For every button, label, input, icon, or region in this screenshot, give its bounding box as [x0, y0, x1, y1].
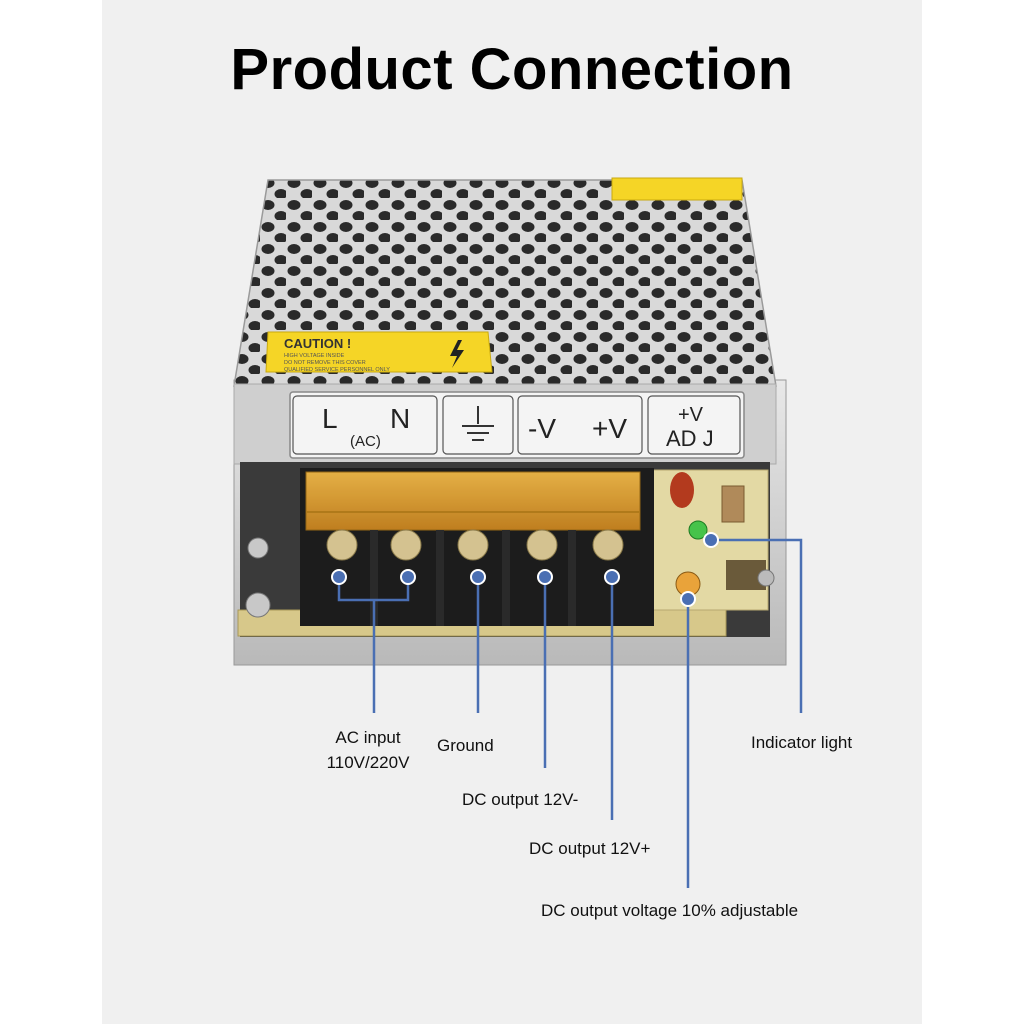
plate-adj-top: +V — [678, 404, 704, 426]
caution-line-2: DO NOT REMOVE THIS COVER — [284, 360, 366, 366]
terminal-label-plate: L N (AC) -V +V +V AD J — [289, 391, 745, 459]
page-title: Product Connection — [230, 37, 794, 102]
caution-title: CAUTION ! — [284, 336, 351, 351]
plate-plus-v: +V — [592, 413, 627, 444]
indicator-led — [688, 520, 708, 540]
callout-dc-minus: DC output 12V- — [462, 790, 578, 809]
plate-ac: (AC) — [350, 433, 381, 450]
plate-n: N — [390, 403, 410, 434]
mounting-screw — [245, 592, 271, 618]
caution-sticker: CAUTION ! HIGH VOLTAGE INSIDE DO NOT REM… — [265, 331, 493, 373]
plate-adj-bottom: AD J — [666, 426, 714, 451]
high-voltage-icon — [450, 340, 464, 368]
ground-icon — [462, 406, 494, 441]
callout-dc-plus: DC output 12V+ — [529, 839, 651, 858]
callout-indicator: Indicator light — [751, 733, 852, 752]
plate-l: L — [322, 403, 338, 434]
callout-ac-input-line2: 110V/220V — [327, 753, 411, 772]
terminal-screws — [326, 529, 624, 561]
mounting-screw-upper — [247, 537, 269, 559]
callout-leaders — [337, 538, 803, 888]
callout-dots — [331, 532, 719, 607]
capacitor — [670, 472, 694, 508]
caution-line-1: HIGH VOLTAGE INSIDE — [284, 353, 345, 359]
callout-ground: Ground — [437, 736, 494, 755]
callout-dc-adjust: DC output voltage 10% adjustable — [541, 901, 798, 920]
plate-minus-v: -V — [528, 413, 556, 444]
callout-ac-input-line1: AC input — [335, 728, 400, 747]
caution-line-3: QUALIFIED SERVICE PERSONNEL ONLY — [284, 367, 390, 373]
terminal-cover — [305, 471, 641, 531]
spec-sticker — [611, 177, 743, 201]
